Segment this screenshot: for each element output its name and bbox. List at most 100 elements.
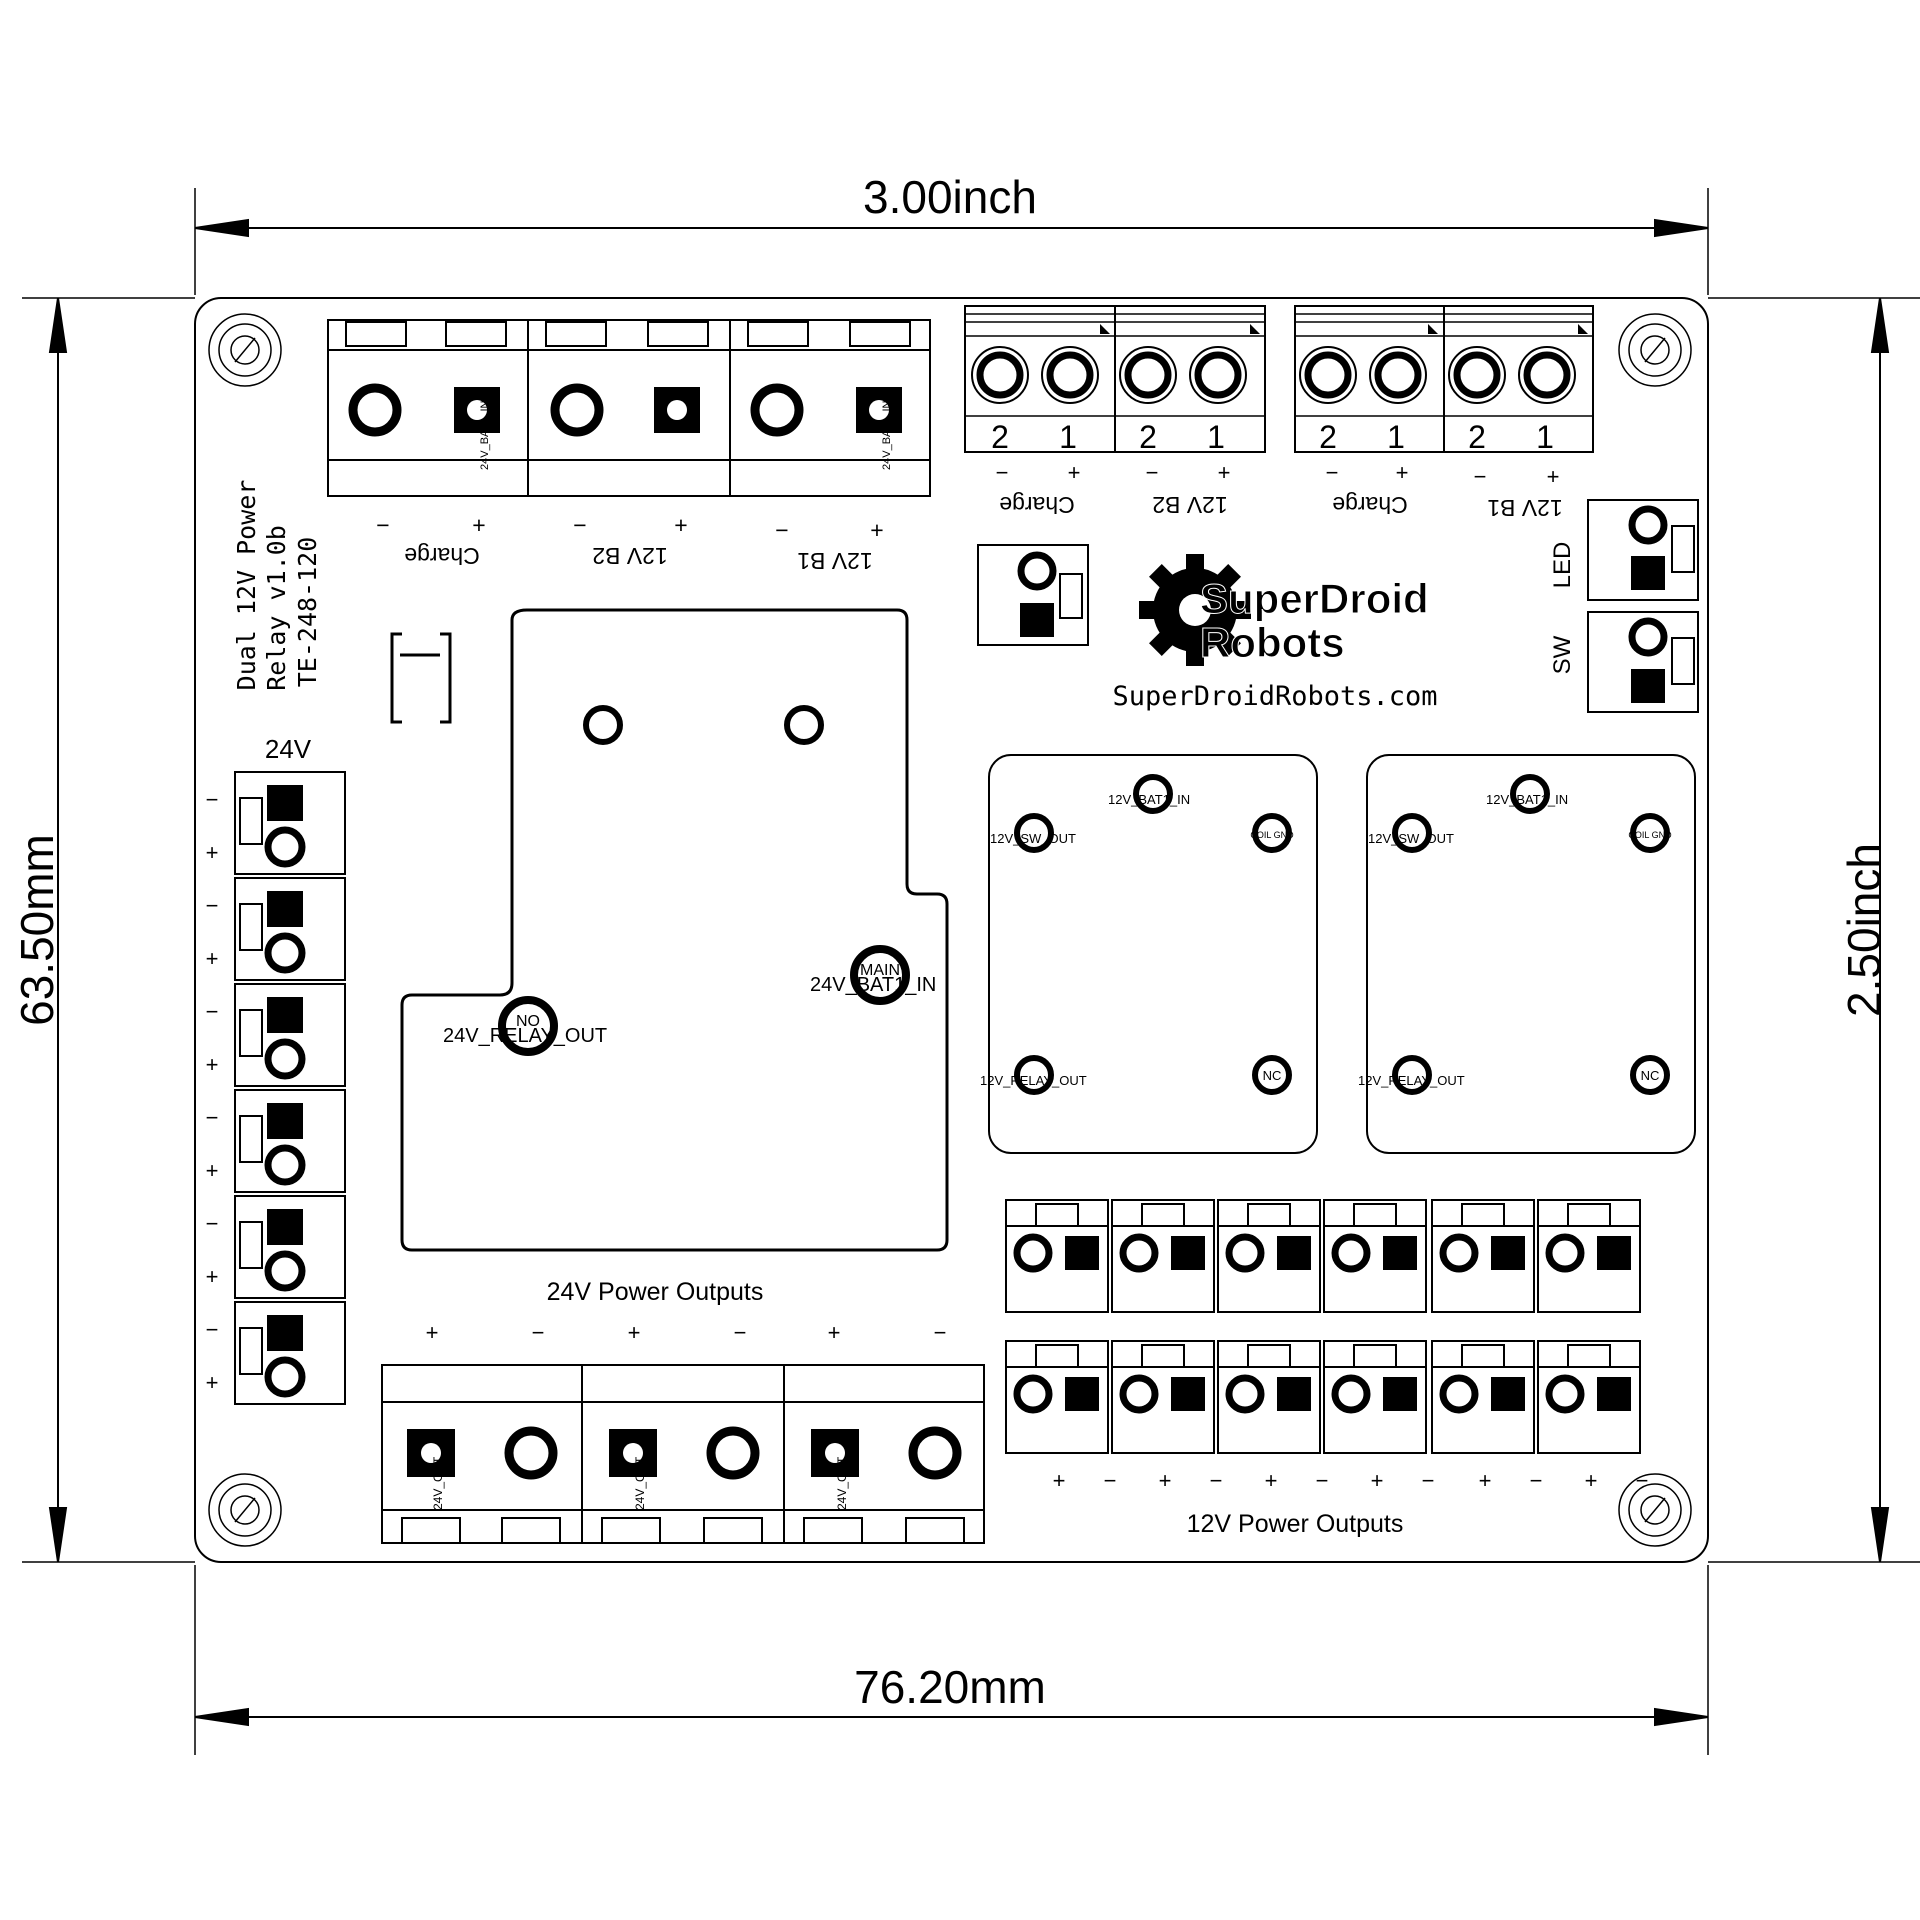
logo-line1: SuperDroid — [1200, 575, 1429, 622]
conn1-plus: + — [1068, 460, 1081, 485]
left-header — [234, 877, 346, 981]
out12-signs: +−+−+−+−+−+− — [1053, 1468, 1649, 1493]
relay2-coil: COIL GND — [1628, 830, 1672, 840]
dimension-lines — [22, 188, 1920, 1755]
out12-minus: − — [1104, 1468, 1117, 1493]
relay2-no-net: 12V_RELAY_OUT — [1358, 1073, 1465, 1088]
dim-height-inch: 2.50inch — [1838, 843, 1890, 1017]
conn4-label: 12V B1 — [1487, 495, 1562, 521]
out24-plus: + — [426, 1320, 439, 1345]
out12-plus: + — [1159, 1468, 1172, 1493]
left-minus: − — [206, 1317, 219, 1342]
top-terminal-pin-text: 24V_BAT1_IN — [479, 400, 491, 470]
top-terminal-1-minus: − — [376, 512, 389, 538]
out12-plus: + — [1479, 1468, 1492, 1493]
out12-plus: + — [1585, 1468, 1598, 1493]
conn2-label: 12V B2 — [1152, 492, 1227, 518]
out12-header — [1323, 1340, 1427, 1454]
texts: 3.00inch 76.20mm 63.50mm 2.50inch Dual 1… — [11, 171, 1890, 1713]
led-sw-headers — [1587, 499, 1699, 713]
board-title-line2: Relay v1.0b — [262, 525, 291, 691]
out12-header — [1431, 1199, 1535, 1313]
top-terminal-3-label: 12V B1 — [797, 548, 872, 574]
out12-header — [1323, 1199, 1427, 1313]
main-relay-outline — [400, 608, 949, 1252]
conn4-plus: + — [1547, 464, 1560, 489]
conn1-pin2: 2 — [991, 419, 1009, 455]
left-column-label: 24V — [265, 734, 312, 764]
left-24v-headers — [234, 771, 346, 1405]
small-relays-outline — [988, 754, 1696, 1154]
main-relay-pads — [498, 705, 910, 1056]
out12-header — [1217, 1340, 1321, 1454]
top-terminal-3-plus: + — [870, 517, 883, 543]
board-part-number: TE-248-120 — [293, 537, 322, 688]
conn2-minus: − — [1146, 460, 1159, 485]
relay1-no-net: 12V_RELAY_OUT — [980, 1073, 1087, 1088]
left-minus: − — [206, 1211, 219, 1236]
left-header — [234, 1195, 346, 1299]
out24-pin-texts: 24V_OUT 24V_OUT 24V_OUT — [431, 1456, 849, 1510]
top-terminal-blocks — [327, 319, 931, 497]
left-plus: + — [206, 1370, 219, 1395]
left-header — [234, 1301, 346, 1405]
conn2-pin2: 2 — [1139, 419, 1157, 455]
main-relay-no-net: 24V_RELAY_OUT — [443, 1025, 607, 1047]
out24-plus: + — [628, 1320, 641, 1345]
bracket-symbol — [390, 632, 452, 724]
relay1-sw-net: 12V_SW_OUT — [990, 831, 1076, 846]
board-title-line1: Dual 12V Power — [232, 480, 261, 691]
conn3-label: Charge — [1332, 492, 1407, 518]
left-minus: − — [206, 1105, 219, 1130]
conn4-pin2: 2 — [1468, 419, 1486, 455]
board-outline — [194, 297, 1709, 1563]
out12-plus: + — [1053, 1468, 1066, 1493]
conn3-minus: − — [1326, 460, 1339, 485]
top-terminal-labels: Charge 12V B2 12V B1 − + − + − + 24V_BAT… — [376, 400, 893, 574]
out12-minus: − — [1422, 1468, 1435, 1493]
out24-minus: − — [532, 1320, 545, 1345]
website-url: SuperDroidRobots.com — [1112, 681, 1437, 712]
left-plus: + — [206, 840, 219, 865]
out24-minus: − — [734, 1320, 747, 1345]
out12-minus: − — [1316, 1468, 1329, 1493]
static-geometry — [22, 188, 1920, 1755]
dim-height-mm: 63.50mm — [11, 834, 63, 1026]
left-minus: − — [206, 787, 219, 812]
relay2-sw-net: 12V_SW_OUT — [1368, 831, 1454, 846]
out12-plus: + — [1265, 1468, 1278, 1493]
dim-width-inch: 3.00inch — [863, 171, 1037, 223]
out24-signs: +−+−+− — [426, 1320, 947, 1345]
mounting-holes — [208, 313, 1692, 1547]
conn4-minus: − — [1474, 464, 1487, 489]
left-column-signs: −+−+−+−+−+−+ — [206, 787, 219, 1395]
relay1-coil: COIL GND — [1250, 830, 1294, 840]
logo-line2: Robots — [1200, 619, 1345, 666]
relay2-nc: NC — [1641, 1068, 1660, 1083]
out24-pin-text-3: 24V_OUT — [835, 1456, 849, 1510]
out12-header — [1217, 1199, 1321, 1313]
top-right-connectors — [964, 305, 1594, 453]
out12-header — [1111, 1340, 1215, 1454]
out24-label: 24V Power Outputs — [547, 1278, 764, 1306]
out12-header — [1111, 1199, 1215, 1313]
left-header — [234, 771, 346, 875]
left-minus: − — [206, 893, 219, 918]
left-minus: − — [206, 999, 219, 1024]
top-terminal-1-label: Charge — [404, 543, 479, 569]
conn2-plus: + — [1218, 460, 1231, 485]
main-relay-no-pad: NO — [516, 1013, 540, 1030]
out24-blocks — [381, 1364, 985, 1544]
main-relay-main-pad: MAIN — [860, 962, 900, 979]
left-header — [234, 1089, 346, 1193]
out12-header — [1431, 1340, 1535, 1454]
conn3-plus: + — [1396, 460, 1409, 485]
out12-plus: + — [1371, 1468, 1384, 1493]
conn4-pin1: 1 — [1536, 419, 1554, 455]
top-terminal-3-minus: − — [775, 517, 788, 543]
out12-minus: − — [1530, 1468, 1543, 1493]
conn3-pin1: 1 — [1387, 419, 1405, 455]
led-label: LED — [1549, 542, 1576, 589]
out12-header — [1005, 1199, 1109, 1313]
